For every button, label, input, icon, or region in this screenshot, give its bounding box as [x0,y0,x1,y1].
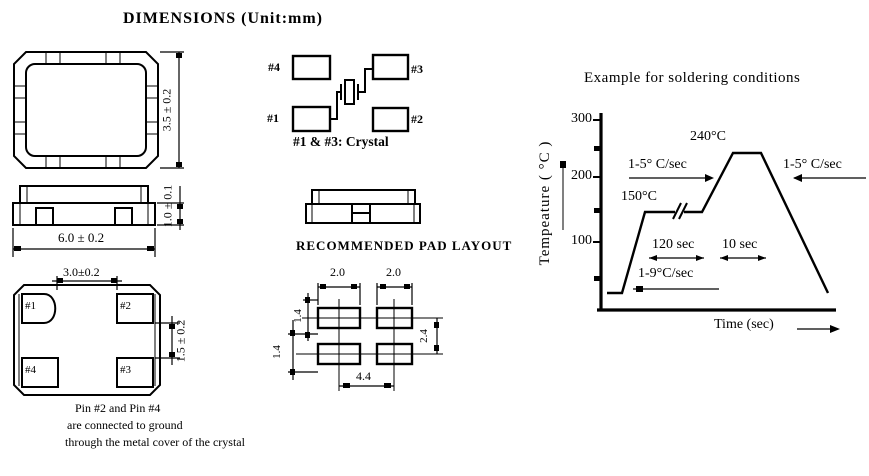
y-tick-200: 200 [571,168,592,183]
page-title: DIMENSIONS (Unit:mm) [123,10,323,27]
ground-note-line-3: through the metal cover of the crystal [65,435,245,449]
preheat-temp-annotation: 150°C [621,189,657,204]
schematic-pad-3-label: #3 [411,62,423,76]
top-view-drawing [13,51,184,169]
ramp-down-annotation: 1-5° C/sec [783,157,842,172]
pad-height-outer-dim: 1.4 [271,345,284,359]
bottom-pad-2-label: #2 [120,300,131,312]
pad-width-left-dim: 2.0 [330,265,345,279]
soldering-chart-drawing [560,113,866,333]
bottom-pad-1-label: #1 [25,300,36,312]
pin-schematic-drawing [291,53,410,133]
pad-height-inner-dim: 1.4 [292,309,305,323]
y-tick-100: 100 [571,233,592,248]
chart-y-axis-label: Tempeature ( °C ) [537,140,554,266]
top-view-height-dim: 3.5 ± 0.2 [159,88,174,132]
bottom-pad-3-label: #3 [120,364,131,376]
side-view-width-dim: 6.0 ± 0.2 [58,230,105,245]
pad-layout-drawing [288,283,443,391]
initial-ramp-annotation: 1-9°C/sec [638,266,694,281]
pad-layout-heading: RECOMMENDED PAD LAYOUT [296,238,513,253]
chart-title: Example for soldering conditions [584,70,801,86]
peak-time-annotation: 10 sec [722,237,758,252]
chart-x-axis-label: Time (sec) [714,317,774,332]
pad-pitch-horizontal-dim: 4.4 [356,369,371,383]
side-view-drawing [12,185,184,257]
ground-note-line-2: are connected to ground [67,418,183,432]
bottom-pad-4-label: #4 [25,364,36,376]
schematic-pad-4-label: #4 [268,60,280,74]
schematic-caption: #1 & #3: Crystal [293,134,389,149]
ground-note-line-1: Pin #2 and Pin #4 [75,401,161,415]
end-view-drawing [305,189,421,224]
bottom-view-drawing [13,276,180,396]
ramp-up-annotation: 1-5° C/sec [628,157,687,172]
pad-pitch-vertical-dim: 2.4 [418,329,431,343]
bottom-view-gap-dim: 1.5 ± 0.2 [173,319,188,363]
pad-width-right-dim: 2.0 [386,265,401,279]
preheat-time-annotation: 120 sec [652,237,695,252]
side-view-height-dim: 1.0 ± 0.1 [160,184,175,228]
bottom-view-span-dim: 3.0±0.2 [63,265,100,279]
y-tick-300: 300 [571,111,592,126]
schematic-pad-2-label: #2 [411,112,423,126]
schematic-pad-1-label: #1 [267,111,279,125]
peak-temp-annotation: 240°C [690,129,726,144]
